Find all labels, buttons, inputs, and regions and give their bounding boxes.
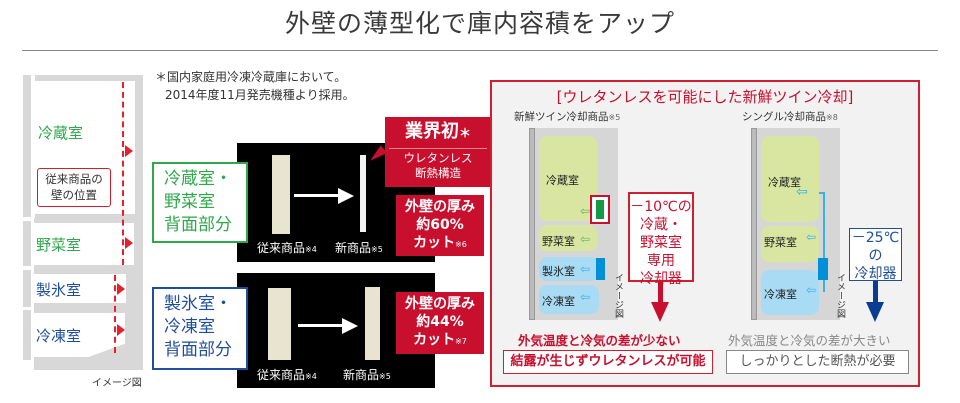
- image-caption: イメージ図: [613, 273, 623, 318]
- airflow-duct: [819, 192, 825, 292]
- airflow-arrow-icon: ⇦: [580, 262, 591, 276]
- arrow-icon: [125, 145, 133, 157]
- new-product-label: 新商品※5: [343, 368, 391, 382]
- old-product-label: 従来商品※4: [257, 241, 317, 255]
- old-wall-line: [122, 82, 124, 265]
- room-label: 野菜室: [542, 235, 575, 248]
- image-caption: イメージ図: [92, 378, 142, 389]
- panel-title: [ウレタンレスを可能にした新鮮ツイン冷却]: [556, 88, 854, 106]
- room-label: 冷蔵室: [768, 176, 801, 189]
- airflow-arrow-icon: ⇦: [580, 232, 591, 246]
- new-product-label: 新商品※5: [335, 241, 383, 255]
- airflow-arrow-icon: ⇦: [806, 230, 817, 244]
- title-divider: [22, 50, 938, 51]
- single-cooler-icon: [818, 258, 828, 280]
- arrow-icon: [117, 283, 125, 295]
- twin-heading: 新鮮ツイン冷却商品※5: [514, 111, 621, 123]
- room-label-vegetable: 野菜室: [36, 236, 82, 254]
- airflow-arrow-icon: ⇦: [796, 184, 808, 200]
- single-conclusion: しっかりとした断熱が必要: [726, 350, 909, 374]
- arrow-icon: [342, 318, 358, 334]
- room-label: 冷凍室: [764, 288, 797, 301]
- fridge-cooler-icon: [590, 195, 610, 224]
- page-title: 外壁の薄型化で庫内容積をアップ: [284, 9, 675, 38]
- room-label-fridge: 冷蔵室: [38, 124, 84, 142]
- airflow-arrow-icon: ⇦: [806, 283, 817, 297]
- old-product-label: 従来商品※4: [257, 368, 317, 382]
- room-label-freezer: 冷凍室: [36, 327, 82, 345]
- old-wall-line: [114, 275, 116, 353]
- room-label-ice: 製氷室: [36, 281, 82, 299]
- single-heading: シングル冷却商品※8: [742, 111, 838, 123]
- single-result: 外気温度と冷気の差が大きい: [728, 333, 891, 348]
- old-wall-callout: 従来商品の壁の位置: [37, 168, 111, 207]
- down-arrow-icon: [866, 302, 884, 322]
- room-label: 製氷室: [542, 265, 575, 278]
- twin-cooler-callout: －10℃の冷蔵・野菜室専用冷却器: [628, 192, 694, 287]
- room-label: 冷凍室: [542, 295, 575, 308]
- twin-conclusion: 結露が生じずウレタンレスが可能: [503, 350, 713, 374]
- industry-first-badge: 業界初＊ ウレタンレス断熱構造: [385, 117, 491, 187]
- airflow-arrow-icon: ⇦: [580, 204, 591, 218]
- image-caption: イメージ図: [835, 273, 845, 318]
- section-label-fridge-veg: 冷蔵室・野菜室背面部分: [152, 162, 248, 243]
- room-label: 冷蔵室: [546, 174, 579, 187]
- room-label: 野菜室: [764, 236, 797, 249]
- cut-badge-60: 外壁の厚み約60%カット※6: [396, 195, 484, 256]
- arrow-icon: [125, 237, 133, 249]
- section-label-ice-freezer: 製氷室・冷凍室背面部分: [152, 287, 248, 370]
- twin-result: 外気温度と冷気の差が少ない: [518, 333, 681, 348]
- arrow-icon: [338, 188, 354, 204]
- freezer-cooler-icon: [596, 258, 605, 280]
- footnote: ＊国内家庭用冷凍冷蔵庫において。2014年度11月発売機種より採用。: [155, 70, 355, 102]
- down-arrow-icon: [651, 302, 669, 322]
- arrow-icon: [117, 324, 125, 336]
- airflow-arrow-icon: ⇦: [580, 290, 591, 304]
- cut-badge-44: 外壁の厚み約44%カット※7: [396, 292, 484, 354]
